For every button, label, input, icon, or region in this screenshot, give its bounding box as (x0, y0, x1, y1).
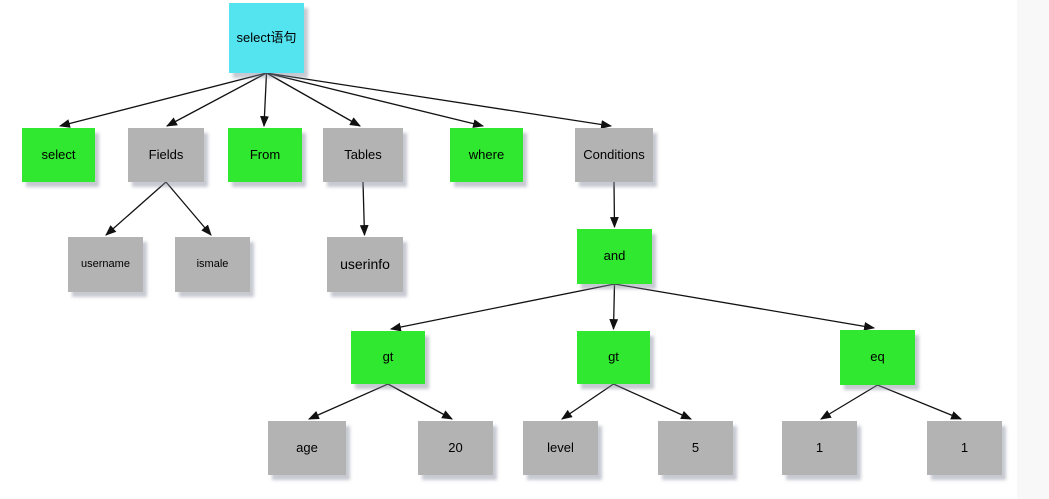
node-tables[interactable]: Tables (323, 128, 403, 182)
edge-root-from (260, 72, 269, 128)
edge-conditions-and (609, 181, 619, 229)
node-eq[interactable]: eq (840, 330, 915, 385)
node-label: and (603, 248, 626, 264)
edge-root-select (58, 72, 267, 128)
node-1-left[interactable]: 1 (782, 421, 857, 475)
node-label: userinfo (340, 255, 390, 272)
node-label: select (41, 146, 76, 162)
edge-root-tables (266, 72, 361, 127)
node-fields[interactable]: Fields (128, 128, 204, 182)
edge-root-fields (166, 72, 267, 127)
edge-eq-1-left (820, 384, 878, 420)
right-gutter (1017, 0, 1049, 499)
edge-eq-1-right (877, 384, 963, 420)
node-label: username (81, 258, 130, 271)
node-label: gt (608, 349, 619, 365)
node-label: From (249, 146, 281, 162)
node-username[interactable]: username (68, 237, 143, 292)
node-label: Tables (344, 146, 382, 162)
node-label: 1 (960, 439, 969, 455)
node-label: Fields (148, 146, 184, 162)
node-label: where (468, 146, 505, 162)
edge-and-eq (614, 283, 876, 331)
node-where[interactable]: where (450, 128, 523, 182)
node-level[interactable]: level (523, 421, 598, 475)
edge-and-gt1 (389, 283, 615, 332)
node-label: level (547, 439, 574, 455)
node-select-statement[interactable]: select语句 (229, 3, 304, 73)
node-20[interactable]: 20 (418, 421, 493, 475)
node-label: gt (382, 349, 394, 365)
node-label: 1 (815, 439, 824, 455)
node-5[interactable]: 5 (658, 421, 733, 475)
node-from[interactable]: From (228, 128, 302, 182)
node-gt-2[interactable]: gt (577, 331, 650, 384)
node-gt-1[interactable]: gt (351, 331, 425, 384)
node-select[interactable]: select (22, 128, 95, 182)
node-conditions[interactable]: Conditions (575, 128, 653, 182)
node-label: Conditions (583, 146, 645, 162)
node-label: age (296, 439, 318, 455)
node-label: ismale (196, 258, 229, 271)
node-label: select语句 (236, 29, 297, 45)
node-userinfo[interactable]: userinfo (327, 237, 403, 292)
node-ismale[interactable]: ismale (175, 237, 250, 292)
edge-gt1-age (307, 383, 389, 420)
edge-fields-ismale (165, 181, 212, 236)
node-and[interactable]: and (577, 229, 652, 284)
edge-gt2-5 (613, 383, 693, 420)
edge-gt2-level (561, 383, 614, 420)
edge-tables-userinfo (359, 181, 369, 237)
edge-root-conditions (266, 72, 613, 129)
node-1-right[interactable]: 1 (927, 421, 1002, 475)
edge-root-where (266, 72, 485, 128)
edge-gt1-20 (387, 383, 453, 420)
edge-and-gt2 (609, 283, 619, 331)
node-label: 20 (448, 439, 463, 455)
node-age[interactable]: age (268, 421, 346, 475)
node-label: 5 (691, 439, 700, 455)
node-label: eq (870, 349, 885, 365)
edge-fields-username (105, 181, 167, 236)
